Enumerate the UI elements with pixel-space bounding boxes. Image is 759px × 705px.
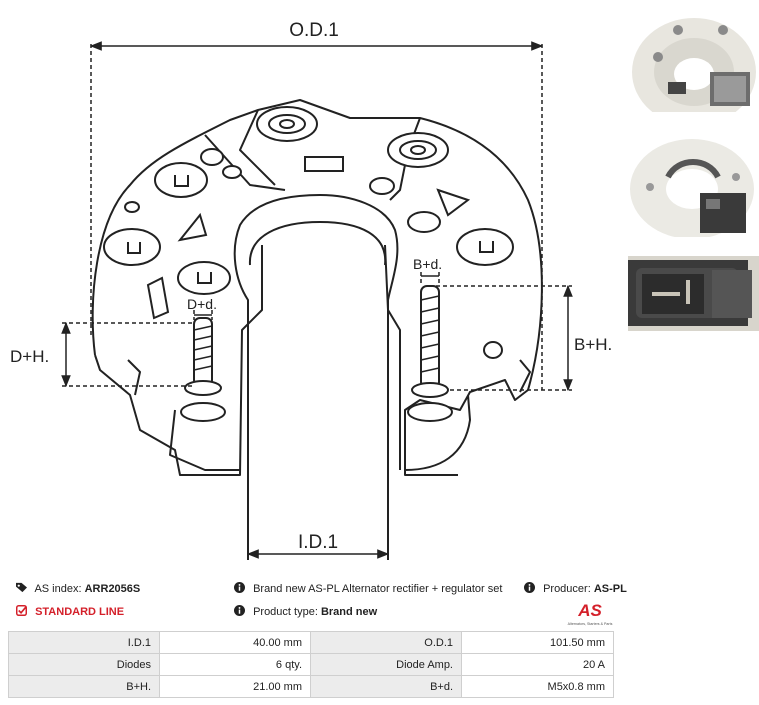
spec-value: 20 A: [461, 653, 614, 676]
product-type-value: Brand new: [320, 606, 378, 618]
id1-label: I.D.1: [298, 532, 338, 553]
product-type: Product type: Brand new: [234, 605, 377, 618]
as-pl-logo: AS Alternators, Starters & Parts: [568, 601, 613, 626]
info-icon: [234, 582, 245, 593]
photo-rectifier-bottom[interactable]: [628, 137, 759, 237]
svg-text:AS: AS: [577, 601, 602, 620]
spec-label: B+d.: [310, 675, 462, 698]
producer-value: AS-PL: [593, 583, 627, 595]
specification-table: I.D.1 40.00 mm O.D.1 101.50 mm Diodes 6 …: [8, 631, 614, 698]
info-icon: [234, 605, 245, 616]
tag-icon: [16, 582, 27, 593]
photo-rectifier-top[interactable]: [628, 12, 759, 112]
connector-plug-photo-icon: [628, 256, 759, 331]
rectifier-top-photo-icon: [628, 12, 759, 112]
bh-label: B+H.: [574, 335, 612, 354]
checkbox-checked-icon: [16, 605, 27, 616]
rectifier-bottom-photo-icon: [628, 137, 759, 237]
spec-label: B+H.: [8, 675, 160, 698]
description-text: Brand new AS-PL Alternator rectifier + r…: [253, 583, 503, 595]
bd-label: B+d.: [413, 256, 442, 272]
as-index: AS index: ARR2056S: [16, 582, 140, 595]
dh-label: D+H.: [10, 347, 49, 366]
svg-text:Alternators, Starters & Parts: Alternators, Starters & Parts: [568, 622, 613, 626]
spec-label: Diode Amp.: [310, 653, 462, 676]
spec-label: I.D.1: [8, 631, 160, 654]
producer: Producer: AS-PL: [524, 582, 627, 595]
dd-label: D+d.: [187, 296, 217, 312]
product-type-label: Product type:: [253, 606, 318, 618]
product-description: Brand new AS-PL Alternator rectifier + r…: [234, 582, 502, 595]
table-row: B+H. 21.00 mm B+d. M5x0.8 mm: [8, 675, 614, 698]
producer-label: Producer:: [543, 583, 591, 595]
as-index-value: ARR2056S: [84, 583, 141, 595]
info-icon: [524, 582, 535, 593]
spec-value: 101.50 mm: [461, 631, 614, 654]
od1-label: O.D.1: [289, 20, 339, 41]
spec-value: M5x0.8 mm: [461, 675, 614, 698]
spec-label: Diodes: [8, 653, 160, 676]
standard-line-text: STANDARD LINE: [35, 606, 125, 618]
as-index-label: AS index:: [34, 583, 82, 595]
spec-value: 6 qty.: [159, 653, 311, 676]
table-row: Diodes 6 qty. Diode Amp. 20 A: [8, 653, 614, 676]
spec-label: O.D.1: [310, 631, 462, 654]
spec-value: 40.00 mm: [159, 631, 311, 654]
photo-connector[interactable]: [628, 256, 759, 331]
standard-line-badge: STANDARD LINE: [16, 605, 124, 618]
rectifier-technical-drawing: O.D.1 I.D.1 D+H. B+H. D+d. B+d.: [10, 20, 612, 560]
table-row: I.D.1 40.00 mm O.D.1 101.50 mm: [8, 631, 614, 654]
spec-value: 21.00 mm: [159, 675, 311, 698]
